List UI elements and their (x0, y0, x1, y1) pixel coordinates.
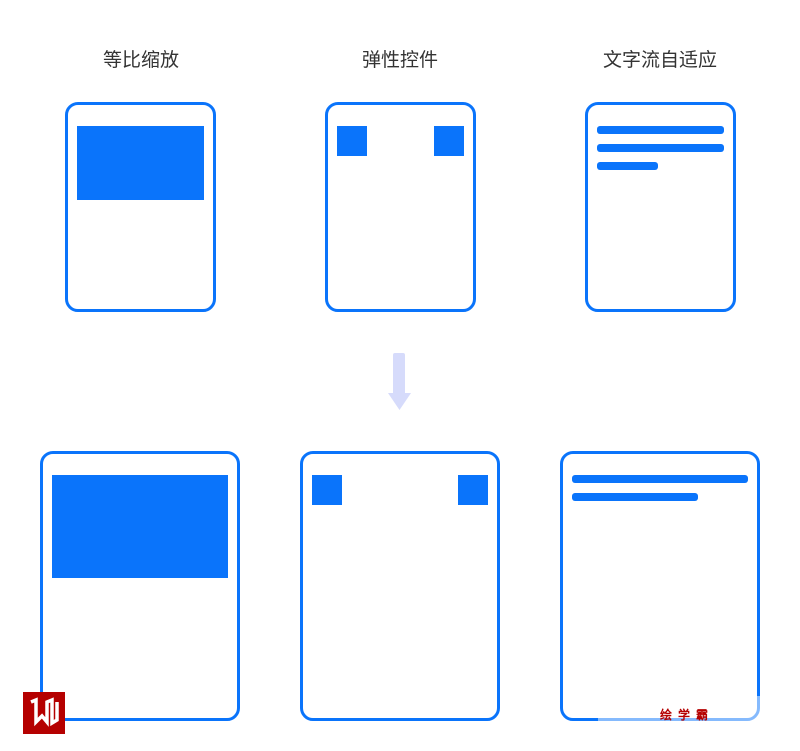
right-control (434, 126, 464, 156)
right-control (458, 475, 488, 505)
text-line (597, 126, 724, 134)
small-phone-textflow (585, 102, 736, 312)
text-line (597, 162, 658, 170)
text-line (597, 144, 724, 152)
title-elastic-controls: 弹性控件 (361, 49, 438, 71)
left-control (337, 126, 367, 156)
watermark-text: 绘学霸 (660, 708, 715, 722)
watermark-logo (23, 692, 65, 734)
title-text-flow-adaptive: 文字流自适应 (602, 49, 717, 71)
text-line (572, 493, 698, 501)
scaled-image-block (52, 475, 228, 578)
large-phone-textflow (560, 451, 760, 721)
title-proportional-scaling: 等比缩放 (102, 49, 179, 71)
left-control (312, 475, 342, 505)
arrow-down-icon (388, 353, 411, 410)
scaled-image-block (77, 126, 204, 200)
text-line (572, 475, 748, 483)
watermark-overlay (598, 696, 762, 722)
